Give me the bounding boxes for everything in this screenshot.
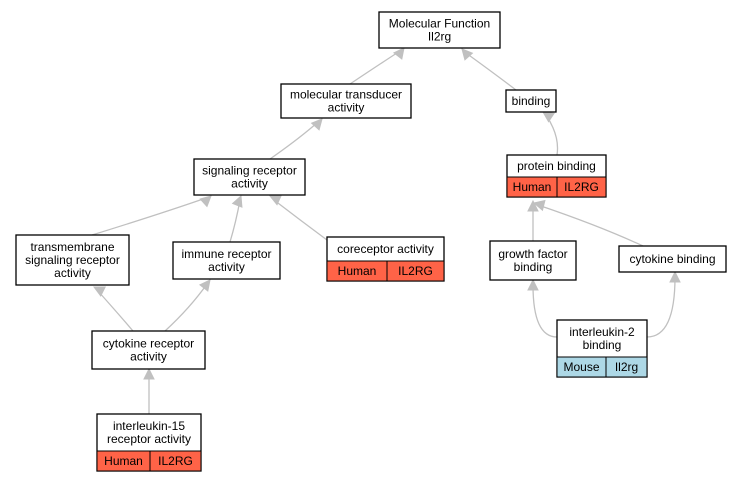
edge-signaling-to-transducer (269, 118, 323, 160)
edge-line (164, 283, 208, 332)
arrowhead (527, 199, 539, 212)
node-label-line: interleukin-2 (569, 325, 635, 339)
node-label-line: molecular transducer (290, 88, 402, 102)
edge-line (349, 50, 401, 85)
gene-tag-cell (556, 176, 607, 198)
edge-il2-to-cytokinebinding (646, 270, 681, 338)
node-box (91, 330, 206, 370)
node-label-line: signaling receptor (202, 164, 297, 178)
edge-cytokinebind-to-protein (532, 199, 644, 247)
edge-line (273, 199, 328, 241)
node-label-line: activity (54, 266, 91, 280)
arrowhead (199, 195, 212, 208)
edge-protein-to-binding (542, 111, 559, 156)
node-label-line: signaling receptor (25, 253, 120, 267)
edge-line (537, 204, 644, 247)
node-box (15, 234, 130, 286)
node-box (193, 158, 306, 196)
node-label-line: receptor activity (107, 432, 191, 446)
species-tag-label: Human (338, 264, 377, 278)
gene-tag-label: IL2RG (564, 180, 599, 194)
node-label-line: immune receptor (181, 247, 271, 261)
node-box (378, 11, 501, 49)
edge-binding-to-root (461, 48, 517, 91)
edge-immune-to-signaling (229, 194, 243, 243)
edge-line (646, 276, 676, 338)
edge-growth-to-protein (527, 199, 539, 241)
node-box (489, 240, 577, 281)
gene-tag-label: IL2RG (158, 454, 193, 468)
edge-line (532, 284, 558, 338)
edge-coreceptor-to-signaling (268, 195, 328, 241)
arrowhead (231, 194, 243, 208)
node-label-line: Molecular Function (389, 17, 490, 31)
edge-line (269, 121, 319, 160)
node-label-line: growth factor (498, 247, 567, 261)
edges-layer (91, 47, 681, 414)
gene-tag-cell (605, 356, 648, 378)
edge-cytokinerec-to-transmembrane (93, 286, 134, 332)
node-box (618, 245, 727, 273)
node-label-line: coreceptor activity (337, 242, 434, 256)
gene-tag-cell (149, 450, 202, 472)
arrowhead (461, 48, 474, 61)
node-label-line: interleukin-15 (113, 419, 185, 433)
edge-cytokinerec-to-immune (164, 279, 211, 332)
node-label-line: binding (583, 338, 622, 352)
arrowhead (93, 286, 106, 297)
node-label-line: binding (512, 94, 551, 108)
edge-line (465, 52, 517, 91)
arrowhead (527, 278, 539, 291)
edge-line (91, 197, 207, 236)
arrowhead (669, 270, 681, 283)
node-label-line: activity (328, 101, 365, 115)
node-label-line: cytokine binding (629, 252, 715, 266)
arrowhead (532, 199, 546, 212)
go-term-node-cytokine-binding[interactable]: cytokine binding (618, 245, 727, 273)
node-label-line: binding (514, 260, 553, 274)
edge-transducer-to-root (349, 47, 405, 85)
arrowhead (310, 118, 323, 131)
node-label-line: activity (130, 350, 167, 364)
edge-transmembrane-to-signaling (91, 195, 212, 236)
node-box (172, 241, 281, 280)
species-tag-label: Human (513, 180, 552, 194)
gene-tag-label: IL2RG (398, 264, 433, 278)
arrowhead (542, 111, 555, 123)
node-box (505, 89, 557, 113)
species-tag-label: Human (104, 454, 143, 468)
go-term-node-binding[interactable]: binding (505, 89, 557, 113)
node-label-line: activity (231, 177, 268, 191)
node-label-line: transmembrane (30, 240, 114, 254)
arrowhead (392, 47, 405, 60)
arrowhead (143, 367, 155, 380)
arrowhead (268, 195, 282, 206)
edge-il2-to-growth (527, 278, 558, 338)
species-tag-label: Mouse (563, 360, 599, 374)
node-label-line: cytokine receptor (103, 337, 194, 351)
gene-tag-label: Il2rg (615, 360, 638, 374)
node-box (280, 83, 412, 119)
node-label-line: protein binding (517, 159, 596, 173)
gene-tag-cell (386, 260, 445, 282)
edge-line (97, 290, 134, 332)
node-label-line: Il2rg (428, 30, 451, 44)
node-label-line: activity (208, 260, 245, 274)
arrowhead (198, 279, 211, 292)
edge-il15-to-cytokinerec (143, 367, 155, 414)
